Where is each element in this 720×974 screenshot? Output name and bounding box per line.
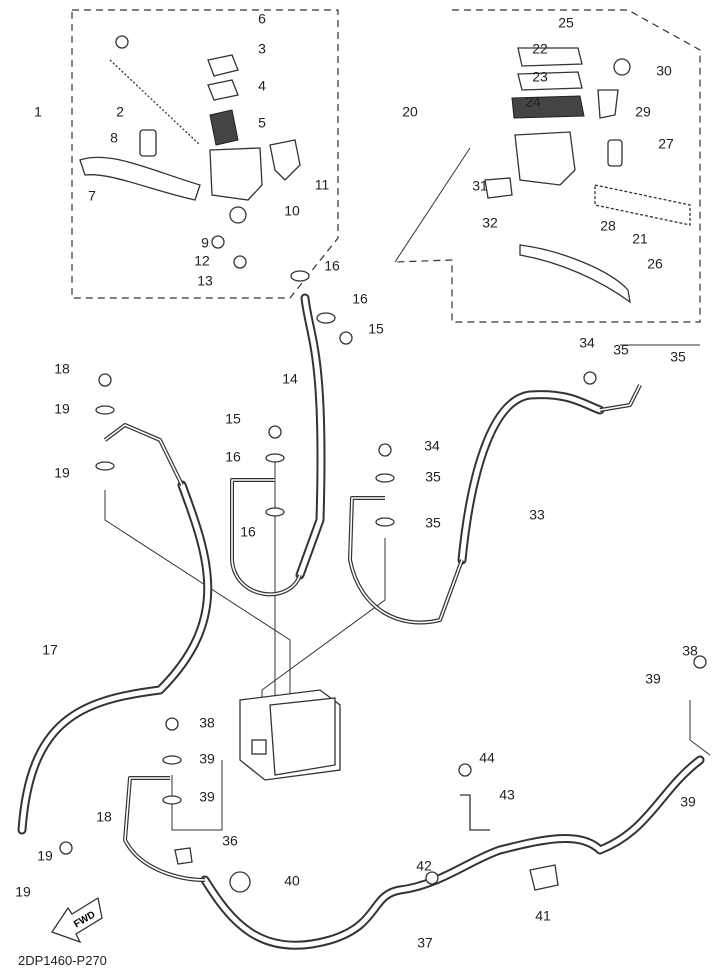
- callout-40: 40: [284, 873, 300, 889]
- callout-38: 38: [199, 715, 215, 731]
- callout-27: 27: [658, 136, 674, 152]
- callout-29: 29: [635, 104, 651, 120]
- callout-36: 36: [222, 833, 238, 849]
- callout-35: 35: [425, 515, 441, 531]
- callout-42: 42: [416, 858, 432, 874]
- callout-10: 10: [284, 203, 300, 219]
- callout-5: 5: [258, 115, 266, 131]
- callout-31: 31: [472, 178, 488, 194]
- callout-39: 39: [645, 671, 661, 687]
- callout-23: 23: [532, 69, 548, 85]
- callout-15: 15: [368, 321, 384, 337]
- callout-4: 4: [258, 78, 266, 94]
- callout-19: 19: [37, 848, 53, 864]
- callout-18: 18: [96, 809, 112, 825]
- callout-22: 22: [532, 41, 548, 57]
- callout-16: 16: [225, 449, 241, 465]
- callout-37: 37: [417, 935, 433, 951]
- callout-19: 19: [15, 884, 31, 900]
- callout-34: 34: [424, 438, 440, 454]
- callout-16: 16: [240, 524, 256, 540]
- callout-12: 12: [194, 253, 210, 269]
- callout-17: 17: [42, 642, 58, 658]
- callout-25: 25: [558, 15, 574, 31]
- callout-16: 16: [352, 291, 368, 307]
- callout-19: 19: [54, 401, 70, 417]
- callout-19: 19: [54, 465, 70, 481]
- callout-43: 43: [499, 787, 515, 803]
- callout-33: 33: [529, 507, 545, 523]
- brake-hoses: [17, 293, 705, 950]
- callout-11: 11: [315, 177, 330, 193]
- callout-21: 21: [632, 231, 648, 247]
- callout-38: 38: [682, 643, 698, 659]
- callout-28: 28: [600, 218, 616, 234]
- callout-35: 35: [425, 469, 441, 485]
- callout-35: 35: [613, 342, 629, 358]
- fittings: [59, 270, 707, 893]
- callout-20: 20: [402, 104, 418, 120]
- callout-44: 44: [479, 750, 495, 766]
- callout-6: 6: [258, 11, 266, 27]
- callout-13: 13: [197, 273, 213, 289]
- callout-18: 18: [54, 361, 70, 377]
- front-master-cylinder: [79, 35, 301, 269]
- front-master-cylinder-group-box: [71, 9, 339, 299]
- callout-16: 16: [324, 258, 340, 274]
- rear-master-cylinder-group-box: [394, 9, 701, 323]
- forward-direction-arrow: FWD: [50, 896, 103, 944]
- callout-7: 7: [88, 188, 96, 204]
- callout-35: 35: [670, 349, 686, 365]
- callout-9: 9: [201, 235, 209, 251]
- callout-14: 14: [282, 371, 298, 387]
- callout-32: 32: [482, 215, 498, 231]
- connection-lines: [104, 147, 711, 831]
- callout-39: 39: [199, 789, 215, 805]
- callout-41: 41: [535, 908, 551, 924]
- abs-hydraulic-unit: [239, 689, 341, 781]
- callout-39: 39: [680, 794, 696, 810]
- callout-24: 24: [525, 94, 541, 110]
- callout-2: 2: [116, 104, 124, 120]
- rear-master-cylinder: [484, 47, 691, 304]
- callout-39: 39: [199, 751, 215, 767]
- callout-15: 15: [225, 411, 241, 427]
- callout-1: 1: [34, 104, 42, 120]
- callout-8: 8: [110, 130, 118, 146]
- part-code: 2DP1460-P270: [18, 953, 107, 968]
- callout-26: 26: [647, 256, 663, 272]
- brake-pipes: [103, 384, 642, 882]
- callout-30: 30: [656, 63, 672, 79]
- callout-34: 34: [579, 335, 595, 351]
- callout-3: 3: [258, 41, 266, 57]
